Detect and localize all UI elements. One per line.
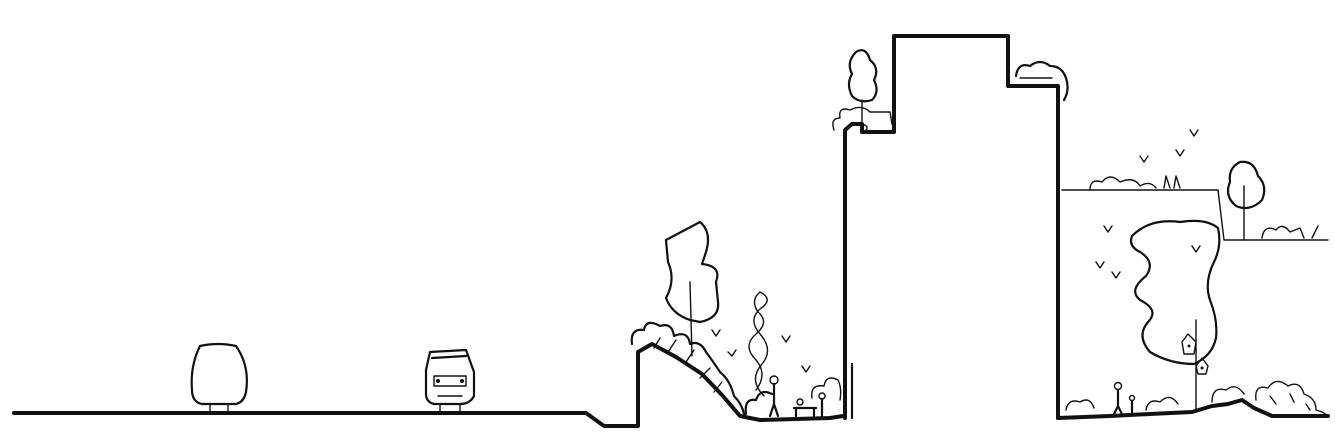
person-icon — [1163, 175, 1181, 189]
shrub-icon — [1014, 60, 1069, 102]
smoke-icon — [748, 291, 769, 397]
shrub-icon — [630, 321, 774, 416]
tree-icon — [1226, 160, 1266, 241]
tree-icon — [1129, 219, 1221, 411]
bird-icon — [711, 329, 811, 373]
shrub-icon — [811, 377, 842, 401]
ground-line — [12, 342, 845, 428]
person-icon — [768, 375, 826, 418]
terrace-line — [1061, 189, 1329, 241]
building-outline — [843, 34, 1060, 420]
train-icon — [424, 348, 476, 413]
ground-line-right — [1056, 398, 1330, 420]
birdhouse-icon — [1181, 333, 1209, 375]
tree-icon — [847, 49, 878, 127]
shrub-icon — [832, 106, 893, 132]
shrub-icon — [1089, 176, 1157, 191]
car-icon — [190, 342, 248, 413]
shrub-icon — [1261, 225, 1319, 239]
shrub-icon — [1065, 380, 1329, 417]
bird-icon — [1095, 129, 1201, 279]
bench-icon — [792, 398, 818, 418]
person-icon — [1112, 381, 1136, 416]
